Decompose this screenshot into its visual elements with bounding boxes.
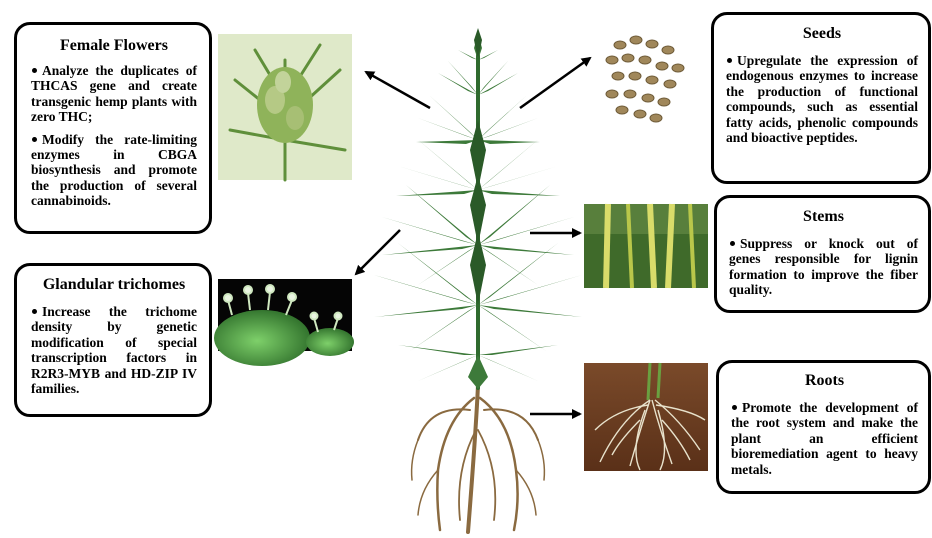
roots-photo [584, 363, 708, 471]
stems-title: Stems [729, 208, 918, 226]
stems-point-1: Suppress or knock out of genes responsib… [729, 236, 918, 298]
seeds-photo [596, 22, 694, 130]
female-flowers-box: Female Flowers Analyze the duplicates of… [14, 22, 212, 234]
bullet-icon [727, 58, 732, 63]
stems-box: Stems Suppress or knock out of genes res… [714, 195, 931, 313]
bullet-icon [32, 137, 37, 142]
seeds-box: Seeds Upregulate the expression of endog… [711, 12, 931, 184]
bullet-icon [32, 68, 37, 73]
arrow-to-seeds [520, 58, 590, 108]
seeds-title: Seeds [726, 25, 918, 43]
arrow-to-trichomes [356, 230, 400, 274]
female-flower-photo [218, 34, 352, 180]
roots-title: Roots [731, 372, 918, 390]
arrows [356, 58, 590, 414]
seeds-point-1: Upregulate the expression of endogenous … [726, 53, 918, 145]
female-flowers-point-2: Modify the rate-limiting enzymes in CBGA… [31, 132, 197, 209]
glandular-trichome-photo [214, 279, 354, 366]
bullet-icon [730, 241, 735, 246]
female-flowers-title: Female Flowers [31, 37, 197, 55]
glandular-trichomes-title: Glandular trichomes [31, 276, 197, 294]
glandular-trichomes-box: Glandular trichomes Increase the trichom… [14, 263, 212, 417]
stems-photo [584, 204, 708, 288]
bullet-icon [732, 405, 737, 410]
glandular-trichomes-point-1: Increase the trichome density by genetic… [31, 304, 197, 396]
female-flowers-point-1: Analyze the duplicates of THCAS gene and… [31, 63, 197, 125]
plant-roots [412, 385, 545, 532]
roots-box: Roots Promote the development of the roo… [716, 360, 931, 494]
bullet-icon [32, 309, 37, 314]
roots-point-1: Promote the development of the root syst… [731, 400, 918, 477]
arrow-to-female-flowers [366, 72, 430, 108]
